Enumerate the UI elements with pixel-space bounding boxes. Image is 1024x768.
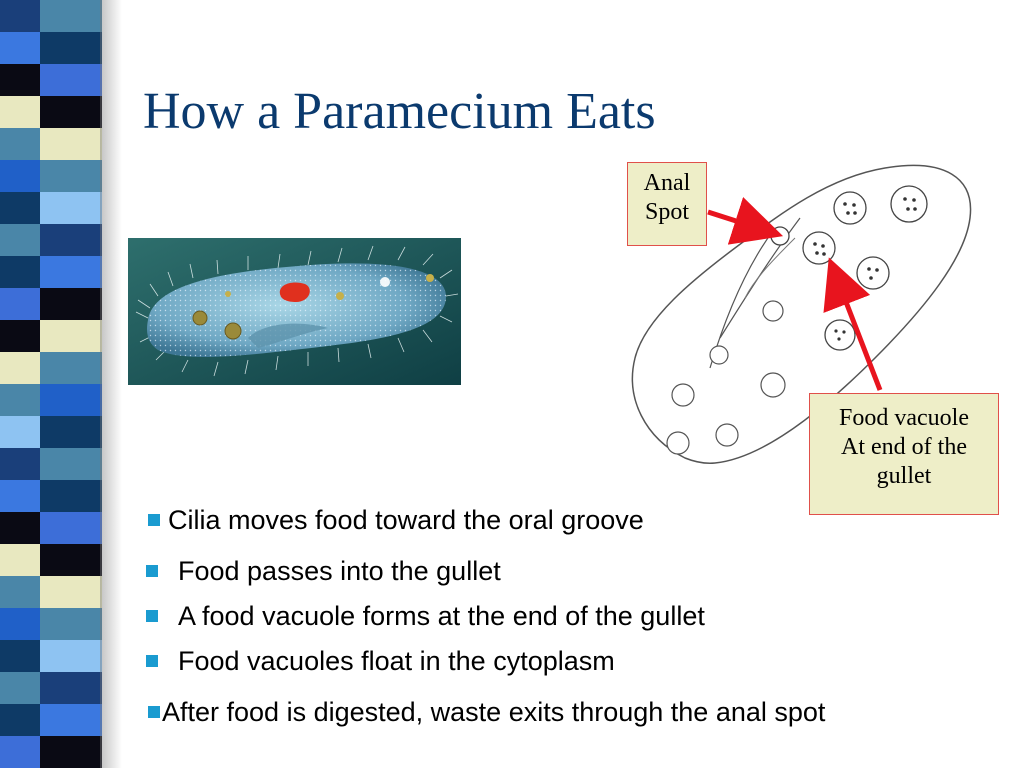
bullet-item: Food vacuoles float in the cytoplasm [146,646,615,677]
slide-title: How a Paramecium Eats [143,83,656,140]
food-vacuole-label: Food vacuole At end of the gullet [809,393,999,515]
bullet-text: A food vacuole forms at the end of the g… [178,601,705,631]
bullet-square-icon [146,609,158,622]
bullet-item: Cilia moves food toward the oral groove [148,505,644,536]
bullet-square-icon [148,513,160,526]
food-vacuole-label-line-1: Food vacuole [839,405,969,431]
bullet-text: Cilia moves food toward the oral groove [168,505,644,535]
stripe-shadow [100,0,122,768]
bullet-square-icon [146,654,158,667]
anal-spot-label-line-1: Anal [643,170,691,196]
food-vacuole-label-line-2: At end of the [841,433,967,460]
bullet-square-icon [148,705,160,718]
bullet-text: Food passes into the gullet [178,556,501,586]
bullet-square-icon [146,564,158,577]
anal-spot-label: Anal Spot [627,162,707,246]
bullet-item: Food passes into the gullet [146,556,501,587]
bullet-text: After food is digested, waste exits thro… [162,697,826,727]
bullet-text: Food vacuoles float in the cytoplasm [178,646,615,676]
food-vacuole-label-line-3: gullet [876,462,932,489]
paramecium-photo [128,238,461,385]
bullet-item: After food is digested, waste exits thro… [148,697,825,728]
anal-spot-label-line-2: Spot [644,198,689,225]
decorative-stripe [0,0,102,768]
bullet-item: A food vacuole forms at the end of the g… [146,601,705,632]
